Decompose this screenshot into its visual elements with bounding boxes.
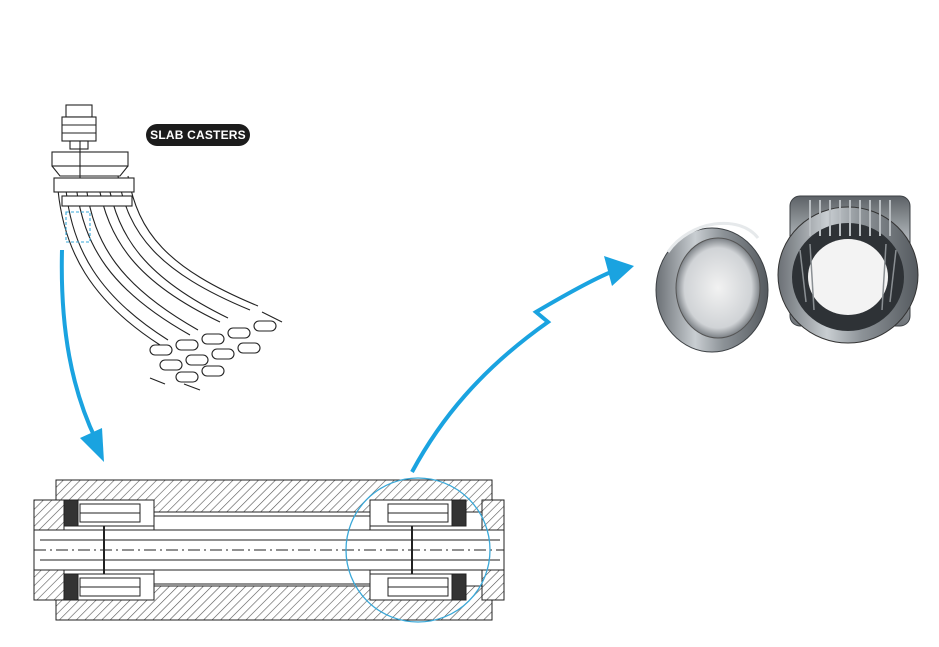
needle-bearing-photo — [655, 195, 919, 353]
arrow-down — [59, 249, 104, 462]
slab-caster-machine — [51, 104, 283, 391]
curved-strands — [53, 175, 259, 346]
magnifier-circle — [345, 477, 491, 623]
roller-cross-section — [33, 479, 505, 621]
arrow-up-right — [410, 256, 634, 473]
inner-ring-icon — [655, 221, 769, 353]
roller-segments — [149, 311, 283, 391]
slab-casters-label: SLAB CASTERS — [146, 124, 250, 146]
needle-roller-bearing-icon — [777, 195, 919, 344]
ladle-icon — [51, 104, 129, 190]
